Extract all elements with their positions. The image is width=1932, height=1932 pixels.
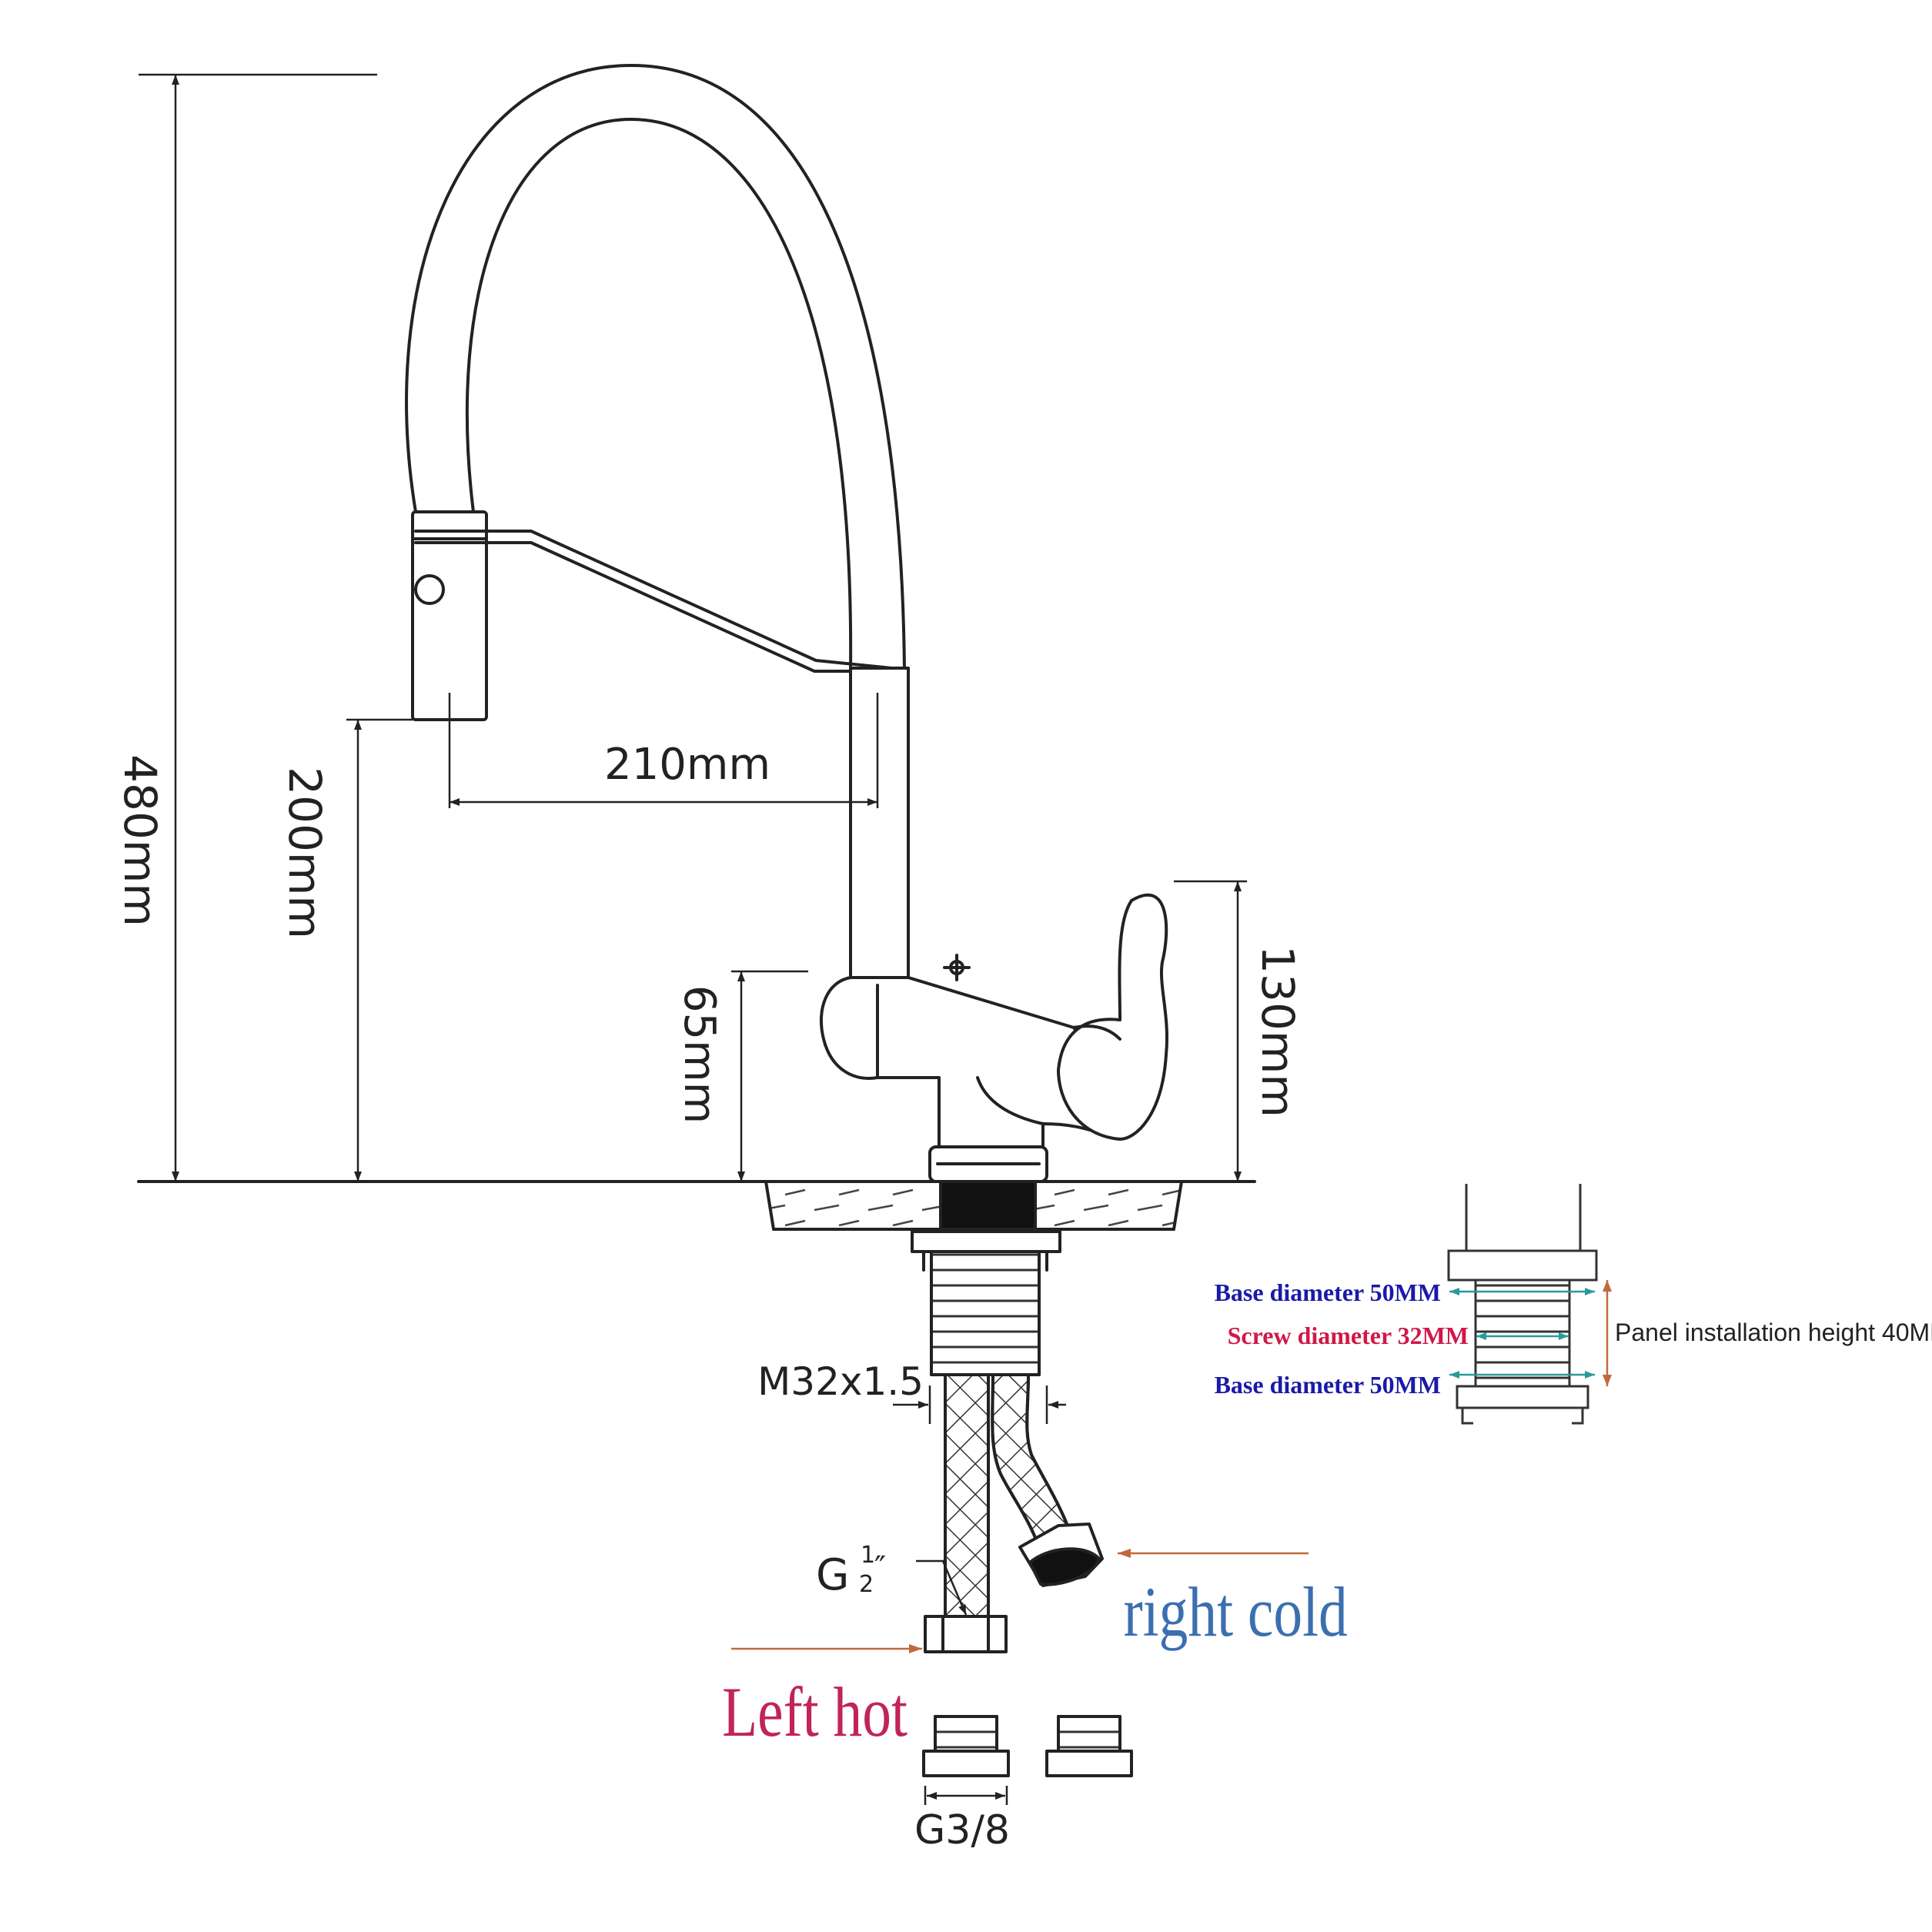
base-diameter-top-label: Base diameter 50MM (1215, 1279, 1441, 1306)
cold-inlet-label: right cold (1124, 1573, 1348, 1652)
base-diameter-bottom-label: Base diameter 50MM (1215, 1371, 1441, 1399)
body-height-label: 65mm (674, 985, 724, 1124)
reference-mark (943, 954, 971, 981)
inlet-numerator: 1 (861, 1542, 875, 1569)
total-height-label: 480mm (114, 754, 166, 927)
holder-arm (414, 530, 908, 671)
adapter-left (922, 1715, 1010, 1777)
hot-inlet-label: Left hot (722, 1673, 908, 1752)
spray-button (414, 574, 445, 605)
countertop-right (1034, 1180, 1183, 1231)
spout-height-label: 200mm (279, 767, 331, 939)
panel-detail (1447, 1184, 1612, 1425)
screw-diameter-label: Screw diameter 32MM (1228, 1322, 1469, 1349)
faucet-drawing (137, 64, 1256, 1777)
cold-hose (991, 1373, 1071, 1549)
lever-handle (1057, 893, 1169, 1141)
spout-reach-label: 210mm (604, 740, 770, 790)
inlet-g-text: G (816, 1550, 849, 1600)
panel-install-height-label: Panel installation height 40MM (1615, 1319, 1932, 1346)
threaded-shank (930, 1250, 1041, 1376)
hot-nut (924, 1615, 1008, 1653)
faucet-column (849, 667, 910, 985)
gooseneck-outer (405, 64, 906, 671)
mounting-flange (911, 1230, 1061, 1253)
hot-hose (944, 1373, 990, 1621)
thread-size-label: M32x1.5 (757, 1359, 924, 1404)
inlet-size-label: G 1 2 ″ (816, 1542, 886, 1600)
adapter-size-label: G3/8 (914, 1807, 1010, 1853)
dimension-lines (139, 73, 1247, 1805)
counter-hole (939, 1180, 1037, 1231)
handle-height-label: 130mm (1252, 945, 1304, 1118)
inlet-denominator: 2 (859, 1571, 874, 1598)
gooseneck-inner (465, 118, 853, 671)
adapter-right (1045, 1715, 1133, 1777)
countertop-left (764, 1180, 942, 1231)
inlet-inch-mark: ″ (874, 1550, 886, 1586)
